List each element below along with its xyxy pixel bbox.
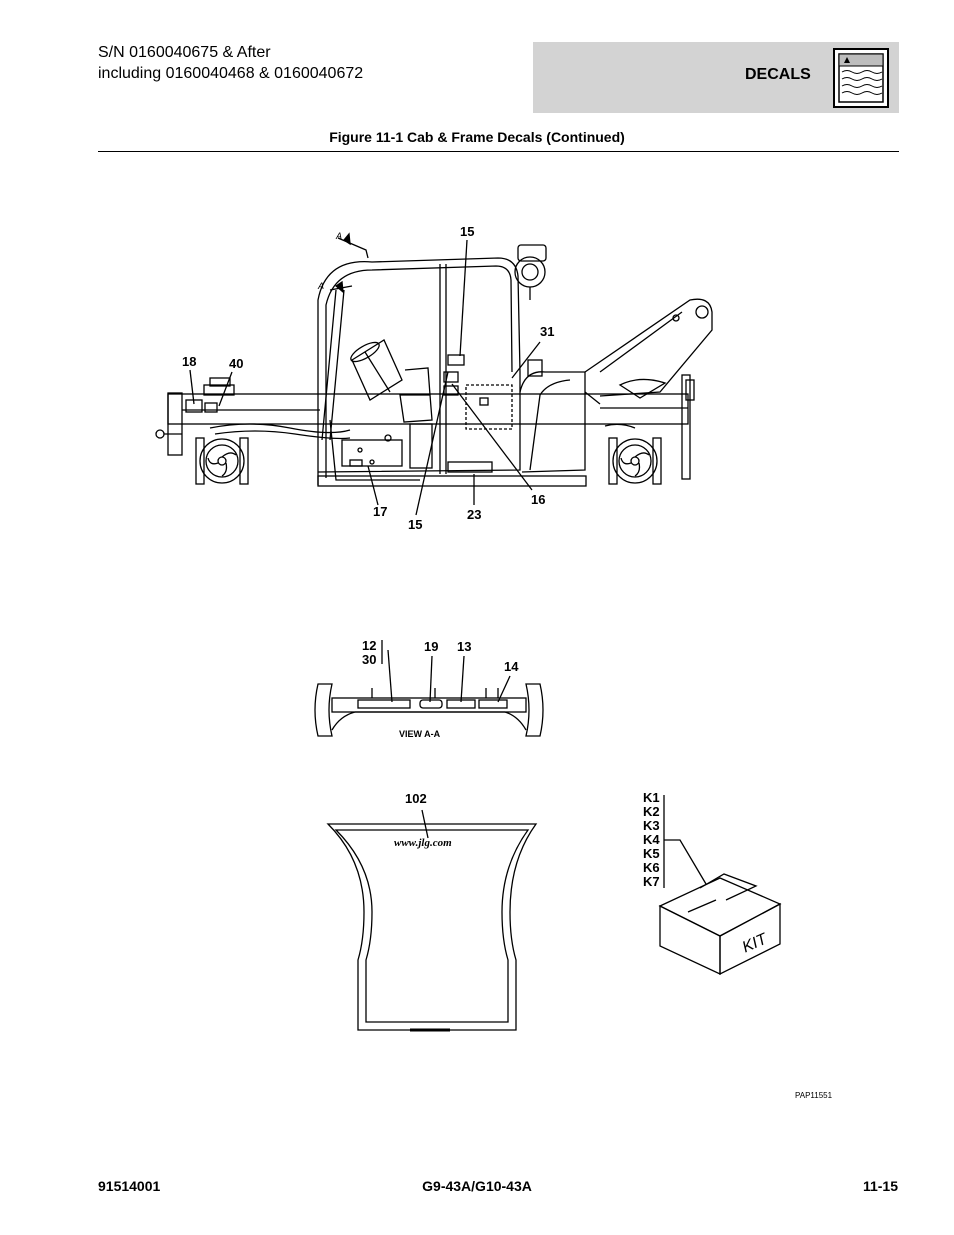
callout-102: 102 (405, 791, 427, 806)
callout-30: 30 (362, 652, 376, 667)
machine-side-view (155, 232, 713, 487)
callout-k1: K1 (643, 790, 660, 805)
drawing-id: PAP11551 (795, 1091, 833, 1100)
callout-31: 31 (540, 324, 554, 339)
callout-k6: K6 (643, 860, 660, 875)
callout-23: 23 (467, 507, 481, 522)
callout-13: 13 (457, 639, 471, 654)
model-number: G9-43A/G10-43A (422, 1178, 532, 1194)
callout-k5: K5 (643, 846, 660, 861)
callout-16: 16 (531, 492, 545, 507)
website-decal: www.jlg.com (394, 837, 452, 849)
callout-15-bottom: 15 (408, 517, 422, 532)
rear-wheel (608, 437, 662, 485)
section-marker-a-top: A (335, 231, 342, 241)
page-number: 11-15 (862, 1178, 898, 1194)
section-marker-a-bottom: A (317, 281, 324, 291)
kit-label: KIT (740, 930, 771, 956)
serial-line-1: S/N 0160040675 & After (98, 44, 271, 61)
callout-k2: K2 (643, 804, 660, 819)
front-wheel (195, 437, 249, 485)
callout-19: 19 (424, 639, 438, 654)
callout-40: 40 (229, 356, 243, 371)
machine-leader-lines (189, 239, 541, 516)
callout-12: 12 (362, 638, 376, 653)
callout-k4: K4 (643, 832, 660, 847)
section-tab: DECALS (533, 42, 899, 113)
view-a-a-label: VIEW A-A (399, 729, 441, 739)
decal-sheet-icon (833, 48, 889, 108)
callout-17: 17 (373, 504, 387, 519)
kit-box-drawing (658, 795, 782, 976)
serial-number-note: S/N 0160040675 & After including 0160040… (98, 42, 363, 84)
doc-number: 91514001 (98, 1178, 161, 1194)
windshield-drawing (326, 809, 538, 1032)
callout-15-top: 15 (460, 224, 474, 239)
header-rule (98, 151, 899, 152)
callout-k7: K7 (643, 874, 660, 889)
view-a-a-drawing (314, 640, 544, 737)
callout-18: 18 (182, 354, 196, 369)
section-tab-label: DECALS (745, 66, 811, 83)
callout-14: 14 (504, 659, 519, 674)
figure-title: Figure 11-1 Cab & Frame Decals (Continue… (329, 129, 625, 145)
callout-k3: K3 (643, 818, 660, 833)
serial-line-2: including 0160040468 & 0160040672 (98, 65, 364, 82)
